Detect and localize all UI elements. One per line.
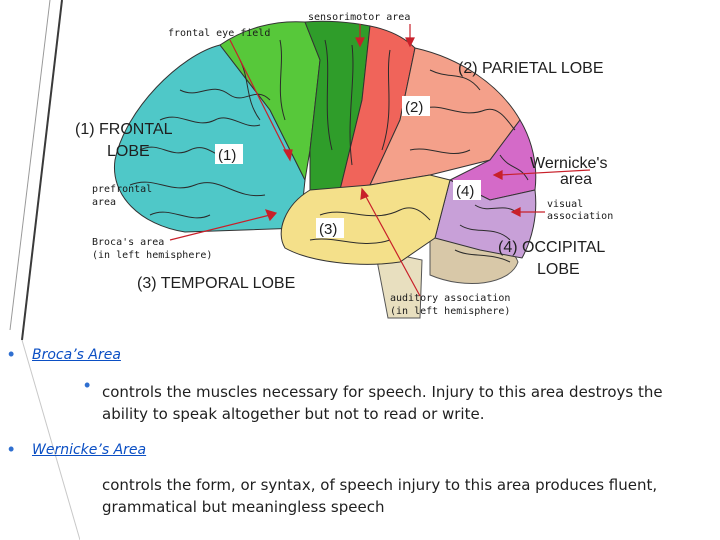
label-broca-2: (in left hemisphere) (92, 250, 212, 261)
label-sensorimotor: sensorimotor area (308, 12, 410, 23)
label-parietal-lobe: (2) PARIETAL LOBE (458, 60, 604, 77)
label-wernicke-1: Wernicke's (530, 155, 607, 172)
box-num1 (215, 144, 243, 164)
box-num4 (453, 180, 481, 200)
label-auditory-1: auditory association (390, 293, 510, 304)
label-visual-2: association (547, 211, 613, 222)
text-broca: controls the muscles necessary for speec… (102, 383, 663, 423)
temporal-lobe-region (280, 174, 451, 265)
label-visual-1: visual (547, 199, 583, 210)
brain-svg: sensorimotor area frontal eye field (2) … (75, 12, 613, 319)
label-frontal-eye-field: frontal eye field (168, 28, 270, 39)
pointer-arrows (169, 24, 591, 297)
text-wernicke: controls the form, or syntax, of speech … (102, 476, 658, 516)
box-num3 (316, 218, 344, 238)
label-wernicke-2: area (560, 171, 592, 188)
label-frontal-lobe-1: (1) FRONTAL (75, 121, 173, 138)
label-prefrontal-2: area (92, 197, 116, 208)
bullet-dot-1a: • (84, 375, 91, 395)
heading-wernicke[interactable]: Wernicke’s Area (32, 442, 147, 458)
label-occipital-2: LOBE (537, 261, 580, 278)
heading-broca[interactable]: Broca’s Area (32, 347, 121, 363)
parietal-lobe-region (369, 47, 521, 186)
decorative-lines (9, 0, 80, 540)
label-temporal-lobe: (3) TEMPORAL LOBE (137, 275, 295, 292)
bullet-dot-1: • (8, 344, 15, 364)
label-num2: (2) (405, 99, 423, 116)
label-num1: (1) (218, 147, 236, 164)
label-frontal-lobe-2: LOBE (107, 143, 150, 160)
label-num3: (3) (319, 221, 337, 238)
brain-diagram: sensorimotor area frontal eye field (2) … (70, 0, 628, 320)
frontal-eye-field-region (219, 21, 321, 182)
label-auditory-2: (in left hemisphere) (390, 306, 510, 317)
label-broca-1: Broca's area (92, 237, 164, 248)
gyri-lines (129, 39, 529, 263)
label-num4: (4) (456, 183, 474, 200)
label-prefrontal-1: prefrontal (92, 184, 152, 195)
bullet-dot-2: • (8, 439, 15, 459)
label-occipital-1: (4) OCCIPITAL (498, 239, 605, 256)
box-num2 (402, 96, 430, 116)
